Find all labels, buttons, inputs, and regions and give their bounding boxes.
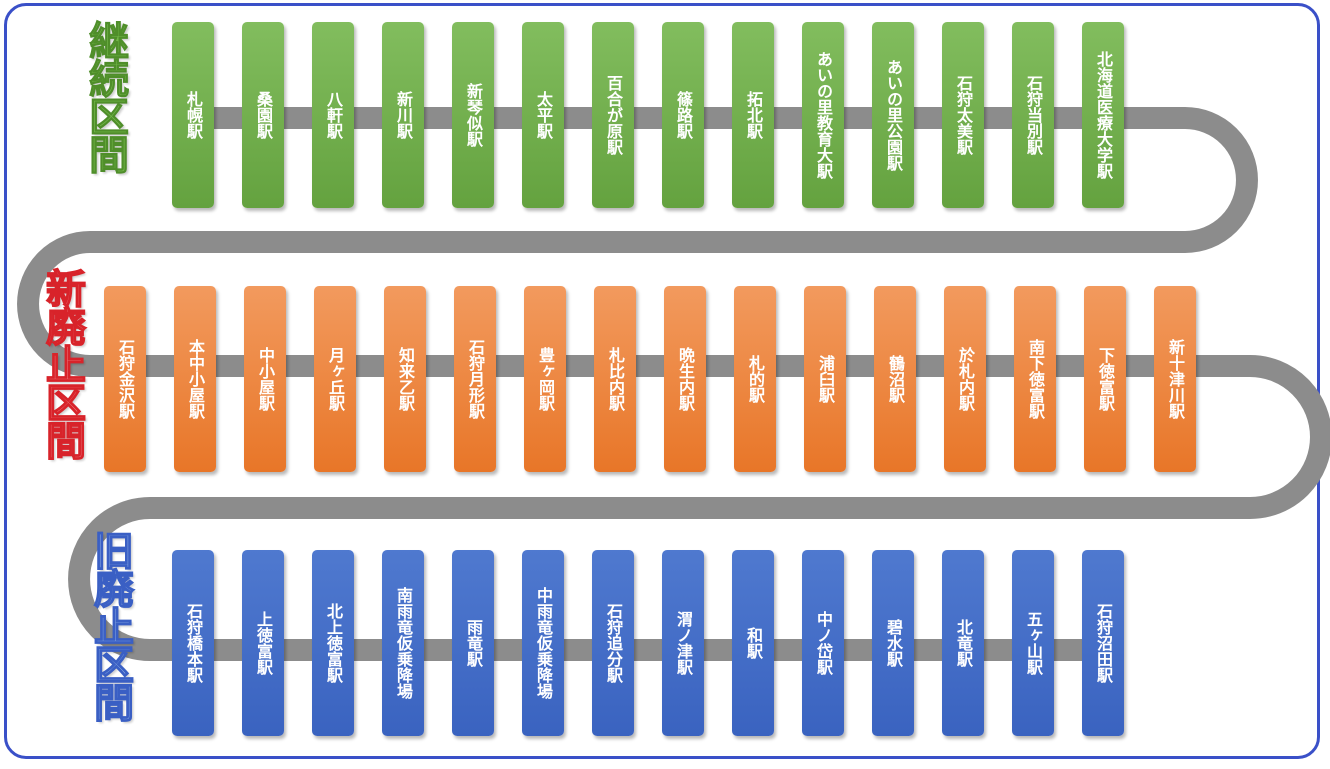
station-name: 石狩追分駅 bbox=[604, 603, 623, 683]
station-name: 拓北駅 bbox=[744, 91, 763, 139]
station-box: 中小屋駅 bbox=[244, 286, 286, 472]
station-box: 札比内駅 bbox=[594, 286, 636, 472]
station-box: 桑園駅 bbox=[242, 22, 284, 208]
station-box: あいの里公園駅 bbox=[872, 22, 914, 208]
station-name: 石狩沼田駅 bbox=[1094, 603, 1113, 683]
station-name: 札幌駅 bbox=[184, 91, 203, 139]
station-name: あいの里公園駅 bbox=[884, 59, 903, 171]
station-name: 新川駅 bbox=[394, 91, 413, 139]
station-name: 石狩太美駅 bbox=[954, 75, 973, 155]
station-box: 石狩橋本駅 bbox=[172, 550, 214, 736]
station-name: 石狩当別駅 bbox=[1024, 75, 1043, 155]
station-name: 月ヶ丘駅 bbox=[326, 347, 345, 411]
station-box: 本中小屋駅 bbox=[174, 286, 216, 472]
station-name: 北上徳富駅 bbox=[324, 603, 343, 683]
station-name: 新十津川駅 bbox=[1166, 339, 1185, 419]
section-label-previously-abolished: 旧廃止区間 bbox=[86, 529, 134, 721]
station-box: 新琴似駅 bbox=[452, 22, 494, 208]
station-name: 中ノ岱駅 bbox=[814, 611, 833, 675]
station-name: あいの里教育大駅 bbox=[814, 51, 833, 179]
station-name: 八軒駅 bbox=[324, 91, 343, 139]
station-name: 上徳富駅 bbox=[254, 611, 273, 675]
station-box: 鶴沼駅 bbox=[874, 286, 916, 472]
station-box: 下徳富駅 bbox=[1084, 286, 1126, 472]
station-box: 北上徳富駅 bbox=[312, 550, 354, 736]
station-box: 百合が原駅 bbox=[592, 22, 634, 208]
station-box: 北海道医療大学駅 bbox=[1082, 22, 1124, 208]
station-box: 和駅 bbox=[732, 550, 774, 736]
station-name: 五ヶ山駅 bbox=[1024, 611, 1043, 675]
station-box: 五ヶ山駅 bbox=[1012, 550, 1054, 736]
station-name: 石狩月形駅 bbox=[466, 339, 485, 419]
station-name: 北竜駅 bbox=[954, 619, 973, 667]
station-box: 碧水駅 bbox=[872, 550, 914, 736]
station-box: 南下徳富駅 bbox=[1014, 286, 1056, 472]
station-name: 浦臼駅 bbox=[816, 355, 835, 403]
station-box: 太平駅 bbox=[522, 22, 564, 208]
station-name: 札比内駅 bbox=[606, 347, 625, 411]
station-box: 豊ヶ岡駅 bbox=[524, 286, 566, 472]
station-name: 南雨竜仮乗降場 bbox=[394, 587, 413, 699]
station-box: 篠路駅 bbox=[662, 22, 704, 208]
station-name: 本中小屋駅 bbox=[186, 339, 205, 419]
station-box: 浦臼駅 bbox=[804, 286, 846, 472]
station-box: 石狩沼田駅 bbox=[1082, 550, 1124, 736]
station-name: 石狩橋本駅 bbox=[184, 603, 203, 683]
station-name: 鶴沼駅 bbox=[886, 355, 905, 403]
station-name: 和駅 bbox=[744, 627, 763, 659]
station-name: 桑園駅 bbox=[254, 91, 273, 139]
station-box: 月ヶ丘駅 bbox=[314, 286, 356, 472]
station-name: 知来乙駅 bbox=[396, 347, 415, 411]
section-label-newly-abolished: 新廃止区間 bbox=[38, 267, 86, 459]
station-box: 石狩当別駅 bbox=[1012, 22, 1054, 208]
station-name: 中小屋駅 bbox=[256, 347, 275, 411]
station-box: 札幌駅 bbox=[172, 22, 214, 208]
station-box: 拓北駅 bbox=[732, 22, 774, 208]
station-name: 百合が原駅 bbox=[604, 75, 623, 155]
station-box: 渭ノ津駅 bbox=[662, 550, 704, 736]
station-name: 篠路駅 bbox=[674, 91, 693, 139]
station-box: 石狩追分駅 bbox=[592, 550, 634, 736]
station-name: 下徳富駅 bbox=[1096, 347, 1115, 411]
station-box: 新川駅 bbox=[382, 22, 424, 208]
section-label-continuing: 継続区間 bbox=[82, 20, 129, 173]
station-box: 中雨竜仮乗降場 bbox=[522, 550, 564, 736]
station-name: 太平駅 bbox=[534, 91, 553, 139]
station-box: 上徳富駅 bbox=[242, 550, 284, 736]
station-name: 渭ノ津駅 bbox=[674, 611, 693, 675]
station-box: 八軒駅 bbox=[312, 22, 354, 208]
station-box: 石狩金沢駅 bbox=[104, 286, 146, 472]
station-name: 石狩金沢駅 bbox=[116, 339, 135, 419]
station-name: 於札内駅 bbox=[956, 347, 975, 411]
station-box: 新十津川駅 bbox=[1154, 286, 1196, 472]
station-box: 雨竜駅 bbox=[452, 550, 494, 736]
station-box: 中ノ岱駅 bbox=[802, 550, 844, 736]
station-name: 南下徳富駅 bbox=[1026, 339, 1045, 419]
station-name: 中雨竜仮乗降場 bbox=[534, 587, 553, 699]
station-name: 札的駅 bbox=[746, 355, 765, 403]
station-name: 晩生内駅 bbox=[676, 347, 695, 411]
station-box: 於札内駅 bbox=[944, 286, 986, 472]
station-box: 札的駅 bbox=[734, 286, 776, 472]
station-box: 知来乙駅 bbox=[384, 286, 426, 472]
station-box: 南雨竜仮乗降場 bbox=[382, 550, 424, 736]
station-box: 石狩月形駅 bbox=[454, 286, 496, 472]
station-box: 石狩太美駅 bbox=[942, 22, 984, 208]
station-name: 北海道医療大学駅 bbox=[1094, 51, 1113, 179]
station-name: 豊ヶ岡駅 bbox=[536, 347, 555, 411]
station-name: 雨竜駅 bbox=[464, 619, 483, 667]
station-name: 碧水駅 bbox=[884, 619, 903, 667]
station-box: 北竜駅 bbox=[942, 550, 984, 736]
station-box: あいの里教育大駅 bbox=[802, 22, 844, 208]
station-name: 新琴似駅 bbox=[464, 83, 483, 147]
station-box: 晩生内駅 bbox=[664, 286, 706, 472]
